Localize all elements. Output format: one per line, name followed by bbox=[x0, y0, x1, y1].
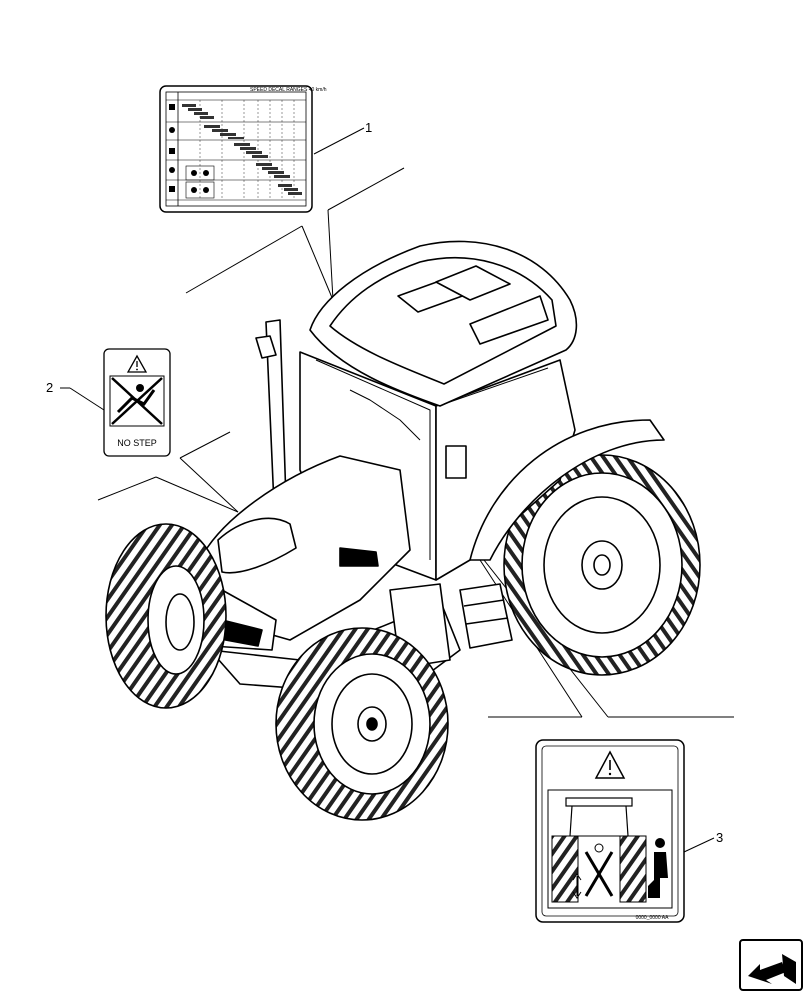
callout-1: 1 bbox=[365, 120, 372, 135]
front-left-wheel bbox=[105, 523, 227, 709]
no-step-text: NO STEP bbox=[117, 438, 157, 448]
decal-warning: 0000_0000 AA bbox=[535, 739, 685, 923]
tractor-illustration bbox=[105, 240, 701, 821]
speed-chart-header: SPEED DECAL RANGES 40 km/h bbox=[250, 87, 327, 93]
front-right-wheel bbox=[275, 627, 449, 821]
rear-wheel bbox=[503, 454, 701, 676]
callout-2: 2 bbox=[46, 380, 53, 395]
page-forward-arrow-icon[interactable] bbox=[739, 939, 803, 991]
warning-part-code: 0000_0000 AA bbox=[636, 915, 669, 921]
callout-3: 3 bbox=[716, 830, 723, 845]
decal-speed-chart: SPEED DECAL RANGES 40 km/h bbox=[159, 85, 327, 213]
decal-no-step: NO STEP bbox=[103, 348, 171, 457]
